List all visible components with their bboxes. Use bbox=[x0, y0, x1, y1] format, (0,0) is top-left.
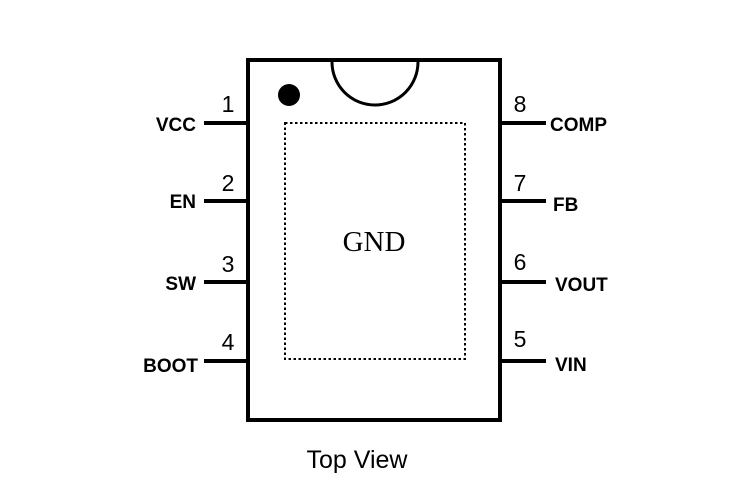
pin-2: 2 EN bbox=[170, 170, 248, 213]
pin-5-name: VIN bbox=[555, 355, 587, 376]
orientation-notch bbox=[330, 61, 420, 107]
pin-8-number: 8 bbox=[514, 91, 527, 117]
pin1-indicator-dot bbox=[278, 84, 300, 106]
exposed-pad bbox=[284, 122, 466, 360]
pin-8-name: COMP bbox=[550, 115, 607, 136]
pin-3: 3 SW bbox=[165, 251, 248, 295]
pin-4-number: 4 bbox=[222, 329, 235, 355]
pin-2-number: 2 bbox=[222, 170, 235, 196]
pin-5: 5 VIN bbox=[500, 326, 587, 376]
pin-1: 1 VCC bbox=[156, 91, 248, 136]
exposed-pad-label: GND bbox=[343, 226, 406, 258]
pin-6: 6 VOUT bbox=[500, 249, 608, 296]
pin-7-name: FB bbox=[553, 195, 578, 216]
pin-6-name: VOUT bbox=[555, 275, 608, 296]
pin-8: 8 COMP bbox=[500, 91, 607, 136]
pin-6-number: 6 bbox=[514, 249, 527, 275]
pin-1-name: VCC bbox=[156, 115, 196, 136]
pin-7: 7 FB bbox=[500, 170, 578, 216]
pin-4-name: BOOT bbox=[143, 356, 198, 377]
pin-3-number: 3 bbox=[222, 251, 235, 277]
pin-4: 4 BOOT bbox=[143, 329, 248, 377]
pin-7-number: 7 bbox=[514, 170, 527, 196]
pin-1-number: 1 bbox=[222, 91, 235, 117]
pin-5-number: 5 bbox=[514, 326, 527, 352]
pin-2-name: EN bbox=[170, 192, 196, 213]
view-label: Top View bbox=[307, 446, 409, 474]
pin-3-name: SW bbox=[165, 274, 196, 295]
